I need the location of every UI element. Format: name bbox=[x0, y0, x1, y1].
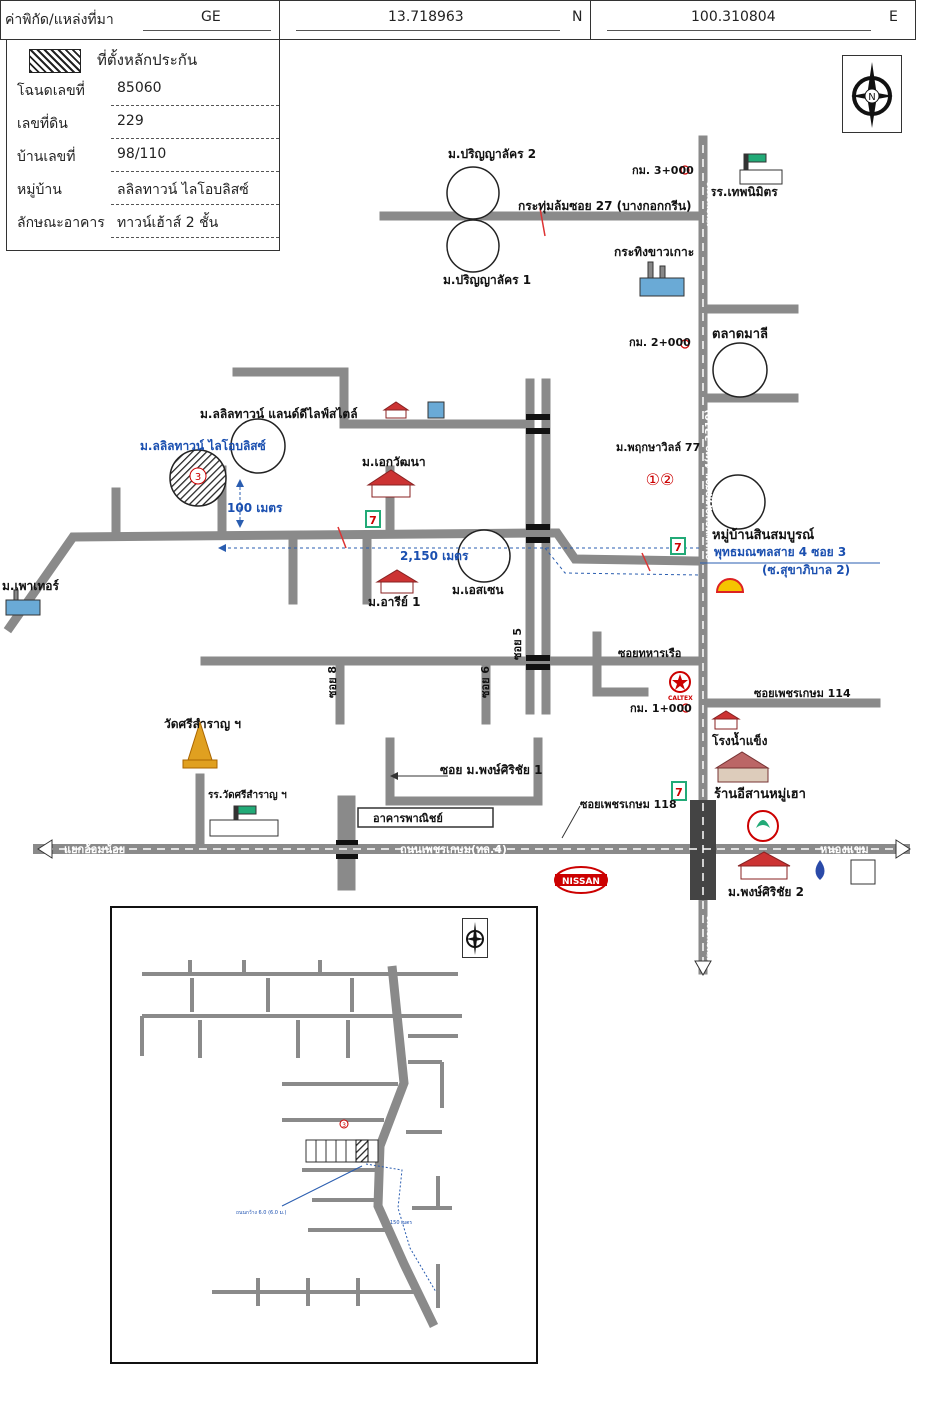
svg-text:150 เมตร: 150 เมตร bbox=[390, 1220, 412, 1226]
main-soi bbox=[3, 528, 704, 634]
svg-text:วัดศรีสำราญ ฯ: วัดศรีสำราญ ฯ bbox=[164, 717, 241, 731]
legend-row-value: 229 bbox=[117, 113, 144, 129]
svg-text:ซอย 6: ซอย 6 bbox=[479, 666, 492, 698]
svg-text:แยกอ้อมน้อย: แยกอ้อมน้อย bbox=[64, 843, 125, 856]
svg-text:รร.เทพนิมิตร: รร.เทพนิมิตร bbox=[710, 185, 778, 199]
inset-subject-property bbox=[355, 1139, 369, 1163]
house-icon bbox=[366, 401, 791, 880]
svg-text:ม.ลลิลทาวน์ ไลโอบลิสซ์: ม.ลลิลทาวน์ ไลโอบลิสซ์ bbox=[140, 438, 266, 453]
legend-row-land-no: เลขที่ดิน 229 bbox=[7, 106, 279, 139]
svg-text:100 เมตร: 100 เมตร bbox=[227, 501, 283, 515]
location-map: 3 bbox=[2, 135, 911, 977]
legend-row-value: 98/110 bbox=[117, 146, 167, 162]
svg-text:ม.เพาเทอร์: ม.เพาเทอร์ bbox=[2, 579, 59, 593]
svg-text:ซอยเพชรเกษม 118: ซอยเพชรเกษม 118 bbox=[580, 798, 677, 811]
svg-text:พุทธมณฑล: พุทธมณฑล bbox=[705, 915, 715, 960]
inset-compass-icon bbox=[462, 918, 488, 958]
latitude-value: 13.718963 bbox=[388, 9, 464, 25]
svg-text:ม.ปริญญาลัคร 2: ม.ปริญญาลัคร 2 bbox=[448, 147, 536, 161]
temple-icon bbox=[182, 720, 218, 769]
svg-text:ถนนเพชรเกษม(ทล.4): ถนนเพชรเกษม(ทล.4) bbox=[400, 843, 507, 856]
svg-text:ซอยทหารเรือ: ซอยทหารเรือ bbox=[618, 647, 681, 660]
svg-text:รร.วัดศรีสำราญ ฯ: รร.วัดศรีสำราญ ฯ bbox=[208, 789, 287, 801]
legend-title: ที่ตั้งหลักประกัน bbox=[97, 51, 198, 69]
svg-text:ร้านอีสานหมู่เฮา: ร้านอีสานหมู่เฮา bbox=[714, 786, 806, 802]
school-icon bbox=[209, 153, 783, 837]
svg-text:พุทธมณฑลสาย 4 ซอย 3: พุทธมณฑลสาย 4 ซอย 3 bbox=[714, 545, 846, 560]
svg-text:ม.เอสเซน: ม.เอสเซน bbox=[452, 583, 504, 597]
legend-row-label: เลขที่ดิน bbox=[17, 116, 68, 132]
svg-text:ม.เอกวัฒนา: ม.เอกวัฒนา bbox=[362, 455, 426, 469]
restaurant-icon bbox=[714, 751, 770, 783]
svg-text:ซอยเพชรเกษม 114: ซอยเพชรเกษม 114 bbox=[754, 687, 851, 700]
legend-row-value: ลลิลทาวน์ ไลโอบลิสซ์ bbox=[117, 182, 249, 198]
legend-row-building: ลักษณะอาคาร ทาวน์เฮ้าส์ 2 ชั้น bbox=[7, 205, 279, 238]
svg-text:①②: ①② bbox=[646, 470, 675, 489]
svg-text:กระทุ่มล้มซอย 27 (บางกอกกรีน): กระทุ่มล้มซอย 27 (บางกอกกรีน) bbox=[518, 199, 692, 214]
shell-icon bbox=[715, 578, 745, 593]
svg-text:อาคารพาณิชย์: อาคารพาณิชย์ bbox=[373, 812, 443, 825]
legend-row-value: 85060 bbox=[117, 80, 162, 96]
svg-text:ตลาดมาลี: ตลาดมาลี bbox=[712, 326, 768, 342]
inset-map: 3 ถนนกว้าง 6.0 (6.0 ม.) 150 เมตร bbox=[110, 906, 538, 1364]
latitude-dir: N bbox=[572, 9, 583, 25]
north-compass-icon: N bbox=[842, 55, 902, 133]
ptt-icon bbox=[815, 860, 825, 880]
svg-text:พุทธมณฑล: พุทธมณฑล bbox=[705, 181, 715, 226]
fuel-station-icon bbox=[747, 810, 779, 842]
legend-row-label: ลักษณะอาคาร bbox=[17, 215, 105, 231]
source-value: GE bbox=[201, 9, 221, 25]
svg-text:3: 3 bbox=[195, 472, 201, 483]
legend-row-value: ทาวน์เฮ้าส์ 2 ชั้น bbox=[117, 215, 219, 231]
brand-icon bbox=[850, 859, 876, 885]
svg-text:ม.อารีย์ 1: ม.อารีย์ 1 bbox=[368, 595, 420, 609]
svg-text:CALTEX: CALTEX bbox=[668, 695, 693, 702]
svg-text:ถนนกว้าง 6.0 (6.0 ม.): ถนนกว้าง 6.0 (6.0 ม.) bbox=[236, 1209, 286, 1216]
svg-text:ซอย 5: ซอย 5 bbox=[511, 628, 524, 660]
svg-text:7: 7 bbox=[674, 541, 682, 554]
latitude-cell: 13.718963 N bbox=[280, 1, 591, 39]
svg-text:ม.ลลิลทาวน์ แลนด์ดีไลฟ์สไตล์: ม.ลลิลทาวน์ แลนด์ดีไลฟ์สไตล์ bbox=[200, 406, 358, 421]
svg-text:7: 7 bbox=[675, 786, 683, 799]
svg-text:ม.พฤกษาวิลล์ 77: ม.พฤกษาวิลล์ 77 bbox=[616, 441, 700, 454]
svg-text:กม. 2+000: กม. 2+000 bbox=[629, 336, 691, 349]
compass-letter: N bbox=[868, 92, 875, 103]
legend-row-house-no: บ้านเลขที่ 98/110 bbox=[7, 139, 279, 172]
legend-row-label: โฉนดเลขที่ bbox=[17, 83, 85, 99]
legend-row-label: หมู่บ้าน bbox=[17, 182, 62, 198]
svg-text:(ซ.สุขาภิบาล 2): (ซ.สุขาภิบาล 2) bbox=[762, 563, 850, 578]
svg-text:หมู่บ้านสินสมบูรณ์: หมู่บ้านสินสมบูรณ์ bbox=[712, 527, 814, 543]
legend-row-village: หมู่บ้าน ลลิลทาวน์ ไลโอบลิสซ์ bbox=[7, 172, 279, 205]
seven-eleven-icon: 7 7 7 bbox=[365, 510, 687, 801]
svg-text:กม. 1+000: กม. 1+000 bbox=[630, 702, 692, 715]
legend-row-label: บ้านเลขที่ bbox=[17, 149, 76, 165]
hatch-swatch-icon bbox=[29, 49, 81, 73]
coordinate-header: ค่าพิกัด/แหล่งที่มา GE 13.718963 N 100.3… bbox=[0, 0, 916, 40]
longitude-cell: 100.310804 E bbox=[591, 1, 915, 39]
svg-text:กระทิงขาวเกาะ: กระทิงขาวเกาะ bbox=[614, 245, 694, 259]
longitude-value: 100.310804 bbox=[691, 9, 776, 25]
svg-text:ถนนพุทธมณฑลสาย 4(ทล.3310): ถนนพุทธมณฑลสาย 4(ทล.3310) bbox=[704, 409, 715, 560]
svg-text:ซอย ม.พงษ์ศิริชัย 1: ซอย ม.พงษ์ศิริชัย 1 bbox=[440, 763, 542, 777]
svg-text:ม.พงษ์ศิริชัย 2: ม.พงษ์ศิริชัย 2 bbox=[728, 885, 804, 899]
header-source-cell: ค่าพิกัด/แหล่งที่มา GE bbox=[1, 1, 280, 39]
legend-box: ที่ตั้งหลักประกัน โฉนดเลขที่ 85060 เลขที… bbox=[6, 39, 280, 251]
coordinate-label: ค่าพิกัด/แหล่งที่มา bbox=[5, 12, 114, 28]
svg-text:หนองแขม: หนองแขม bbox=[820, 843, 869, 856]
svg-text:ซอย 8: ซอย 8 bbox=[326, 666, 339, 698]
svg-text:2,150 เมตร: 2,150 เมตร bbox=[400, 549, 469, 563]
svg-text:ม.ปริญญาลัคร 1: ม.ปริญญาลัคร 1 bbox=[443, 273, 531, 287]
longitude-dir: E bbox=[889, 9, 898, 25]
svg-text:NISSAN: NISSAN bbox=[562, 877, 600, 887]
svg-text:3: 3 bbox=[342, 1122, 346, 1129]
svg-text:กม. 3+000: กม. 3+000 bbox=[632, 164, 694, 177]
svg-text:โรงน้ำแข็ง: โรงน้ำแข็ง bbox=[711, 731, 768, 748]
svg-text:7: 7 bbox=[369, 514, 377, 527]
legend-row-deed: โฉนดเลขที่ 85060 bbox=[7, 73, 279, 106]
factory-icon bbox=[5, 261, 685, 616]
